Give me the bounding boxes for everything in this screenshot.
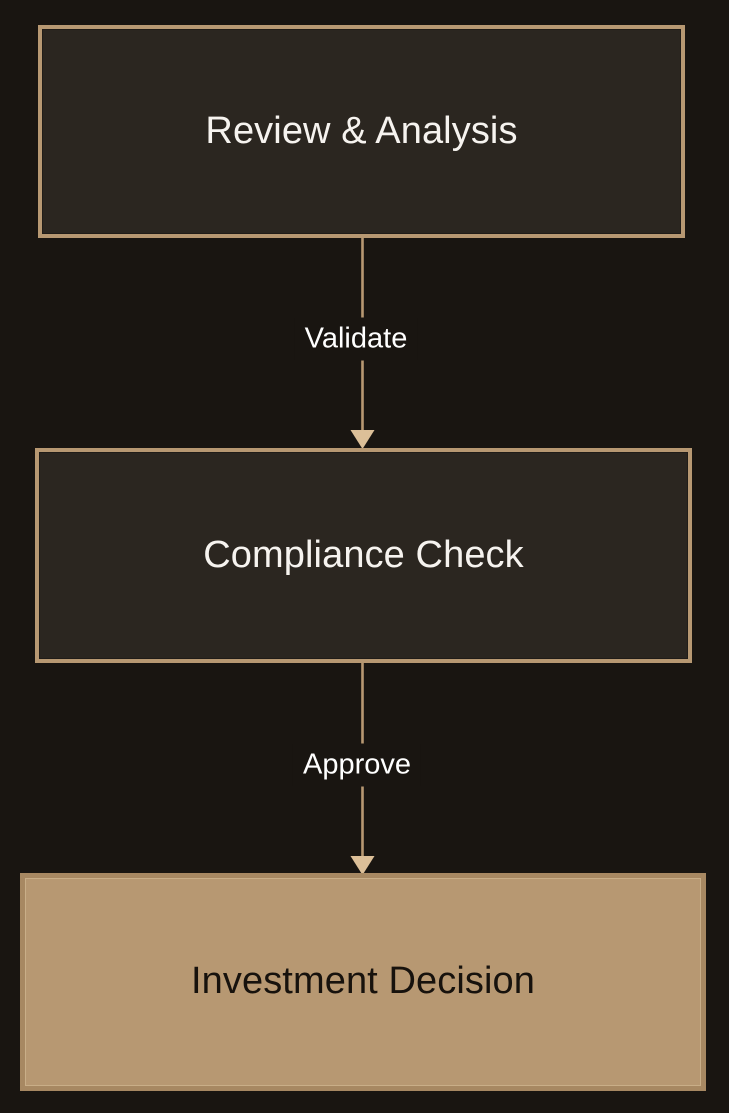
arrowhead-validate xyxy=(350,430,375,449)
node-investment-decision[interactable]: Investment Decision xyxy=(20,873,706,1091)
node-compliance-check-label: Compliance Check xyxy=(203,533,524,576)
node-review-analysis-label: Review & Analysis xyxy=(205,109,518,152)
edge-label-validate: Validate xyxy=(294,317,418,361)
node-compliance-check[interactable]: Compliance Check xyxy=(35,448,692,663)
node-investment-decision-label: Investment Decision xyxy=(190,960,536,1003)
node-review-analysis[interactable]: Review & Analysis xyxy=(38,25,685,238)
edge-label-approve: Approve xyxy=(292,743,422,787)
